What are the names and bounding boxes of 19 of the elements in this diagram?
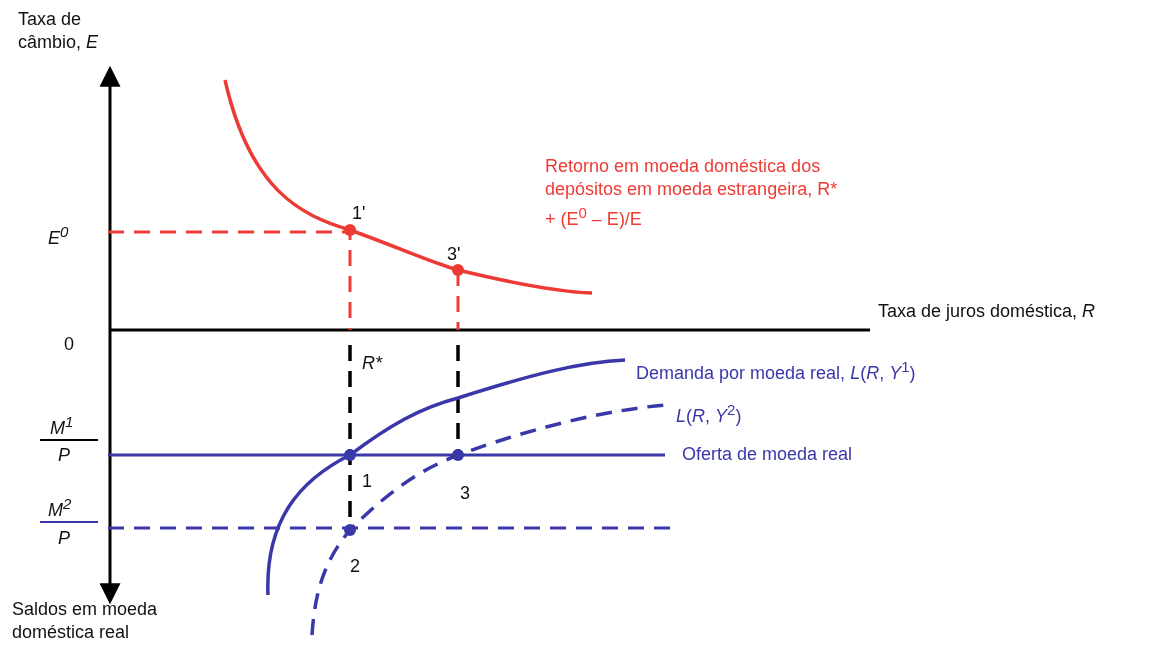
axis-label: Saldos em moeda doméstica real xyxy=(12,598,159,644)
point-label: 3 xyxy=(460,482,470,505)
tick-label: P xyxy=(58,527,70,550)
tick-label: E$^{0}$ xyxy=(48,222,69,250)
point-label: 2 xyxy=(350,555,360,578)
axis-label: Taxa de câmbio, E xyxy=(18,8,100,54)
point-label: 1 xyxy=(362,470,372,493)
tick-label: M$^{1}$ xyxy=(50,412,74,440)
axis-label: Taxa de juros doméstica, R xyxy=(878,300,1096,323)
curve-label: Demanda por moeda real, L(R, Y$^{1}$) xyxy=(636,357,916,385)
curve-label: Oferta de moeda real xyxy=(682,443,853,466)
curve-label: Retorno em moeda doméstica dos depósitos em moeda estrangeira, R* + (E$^{0}$ – E)/E xyxy=(545,155,839,231)
curve-label: L(R, Y$^{2}$) xyxy=(676,400,742,428)
tick-label: 0 xyxy=(64,333,74,356)
tick-label: R* xyxy=(362,352,382,375)
point-label: 1' xyxy=(352,202,366,225)
point-label: 3' xyxy=(447,243,461,266)
tick-label: P xyxy=(58,444,70,467)
tick-label: M$^{2}$ xyxy=(48,494,72,522)
